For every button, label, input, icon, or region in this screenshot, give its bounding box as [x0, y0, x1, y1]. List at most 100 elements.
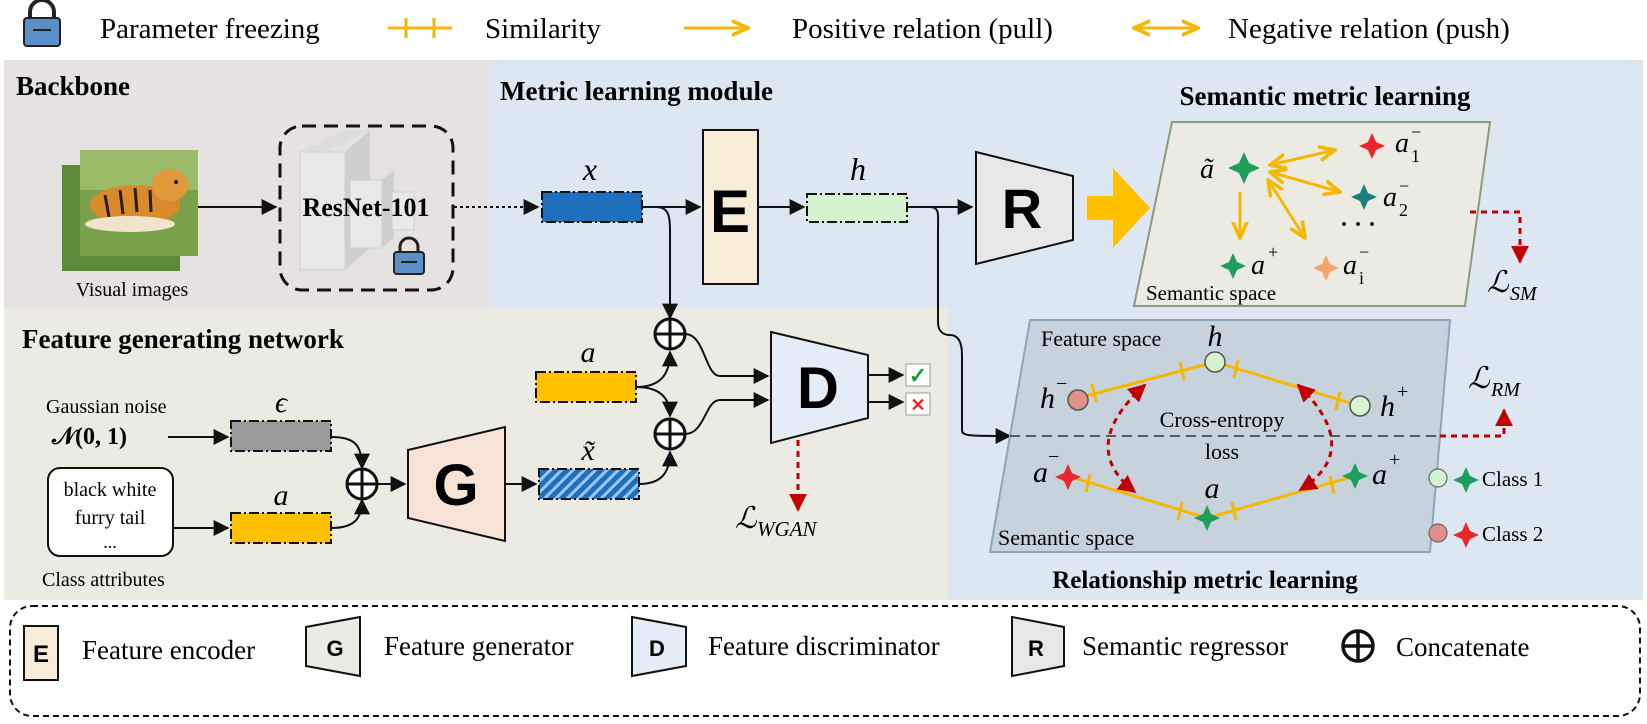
big-arrow-icon	[1087, 168, 1150, 248]
noise-vector	[230, 420, 332, 452]
a2-sub: 2	[1399, 200, 1408, 220]
concat-icon-3	[653, 417, 687, 451]
legend-generator-icon	[305, 615, 361, 678]
legend-regressor-icon	[1011, 615, 1065, 678]
ce-line2: loss	[1205, 439, 1239, 464]
legend-concat-label: Concatenate	[1396, 632, 1529, 662]
x-tilde-vector	[538, 468, 640, 500]
legend-regressor-label: Semantic regressor	[1082, 631, 1288, 661]
class1-circle-icon	[1428, 468, 1448, 488]
semantic-dots: · · ·	[1340, 212, 1376, 238]
images-caption: Visual images	[76, 279, 189, 301]
star-a1-icon	[1359, 133, 1385, 159]
h-label: h	[850, 151, 866, 187]
loss-rm-sub: RM	[1490, 379, 1521, 401]
a-input-label: a	[274, 479, 289, 512]
ai-label: a	[1343, 250, 1357, 281]
resnet-label: ResNet-101	[302, 193, 429, 222]
semantic-title: Semantic metric learning	[1180, 81, 1471, 111]
rel-h-minus-label: h	[1040, 382, 1055, 415]
legend-positive-label: Positive relation (pull)	[792, 13, 1053, 45]
resnet-box	[278, 124, 455, 292]
x-feature-vector	[541, 191, 643, 223]
semantic-arrows	[1240, 150, 1340, 238]
x-label: x	[582, 151, 597, 187]
encoder-block	[702, 129, 759, 285]
a-top-label: a	[581, 336, 596, 369]
node-h-icon	[1204, 351, 1226, 373]
tiger-image	[62, 150, 198, 271]
resnet-layers-icon	[299, 130, 415, 271]
a1-sup: −	[1411, 122, 1421, 142]
generator-letter: G	[433, 453, 478, 518]
bottom-legend-box	[9, 605, 1641, 717]
a2-sup: −	[1399, 176, 1409, 196]
a-plus-sup: +	[1268, 242, 1278, 262]
rel-h-plus-label: h	[1380, 390, 1395, 423]
discriminator-block	[770, 330, 869, 445]
similarity-icon	[388, 18, 452, 38]
relation-title: Relationship metric learning	[1052, 567, 1358, 594]
h-embedding-vector	[806, 193, 908, 223]
attr-line-3: ...	[103, 532, 117, 552]
class2-label: Class 2	[1482, 522, 1543, 546]
x-tilde-label: x̃	[580, 434, 595, 467]
attr-line-1: black white	[64, 479, 157, 501]
ai-sup: −	[1359, 242, 1369, 262]
concat-icon-1	[345, 467, 379, 501]
loss-rm-label: ℒ	[1468, 362, 1491, 395]
rel-a-plus-label: a	[1372, 458, 1387, 491]
node-h-plus-icon	[1349, 395, 1371, 417]
semantic-space-label: Semantic space	[1146, 281, 1276, 305]
legend-discriminator-letter: D	[649, 636, 665, 661]
legend-concat-icon	[1341, 629, 1375, 663]
rel-a-plus-sup: +	[1389, 449, 1400, 471]
star-a-plus-rel-icon	[1342, 463, 1368, 489]
star-ai-icon	[1313, 255, 1339, 281]
ce-line1: Cross-entropy	[1160, 407, 1285, 432]
noise-label: Gaussian noise	[46, 396, 167, 418]
class1-star-icon	[1453, 467, 1479, 493]
regressor-letter: R	[1002, 177, 1042, 240]
legend-similarity-label: Similarity	[485, 13, 602, 45]
star-a2-icon	[1351, 184, 1377, 210]
class2-star-icon	[1453, 522, 1479, 548]
loss-wgan-sub: WGAN	[757, 517, 817, 541]
rel-h-plus-sup: +	[1397, 381, 1408, 403]
star-a-minus-icon	[1055, 464, 1081, 490]
legend-freeze-label: Parameter freezing	[100, 13, 320, 45]
ai-sub: i	[1359, 268, 1364, 288]
generator-block	[407, 425, 506, 543]
lock-icon	[23, 0, 61, 47]
star-a-tilde-icon	[1228, 152, 1260, 184]
top-legend: Parameter freezing Similarity Positive r…	[23, 0, 1510, 47]
regressor-block	[975, 150, 1074, 266]
rel-a-label: a	[1205, 472, 1220, 505]
noise-dist: 𝒩(0, 1)	[51, 424, 127, 450]
a1-label: a	[1395, 128, 1409, 159]
attributes-caption: Class attributes	[42, 569, 165, 591]
attr-line-2: furry tail	[75, 507, 146, 529]
class2-circle-icon	[1428, 523, 1448, 543]
fgn-title: Feature generating network	[22, 324, 344, 354]
discriminator-letter: D	[797, 356, 839, 421]
a1-sub: 1	[1411, 146, 1420, 166]
loss-wgan-label: ℒ	[735, 502, 758, 535]
epsilon-label: ϵ	[275, 386, 289, 419]
a-plus-label: a	[1251, 250, 1265, 281]
a-top-vector	[535, 371, 637, 403]
a2-label: a	[1383, 182, 1397, 213]
legend-discriminator-label: Feature discriminator	[708, 631, 940, 661]
class1-label: Class 1	[1482, 467, 1543, 491]
backbone-title: Backbone	[16, 71, 130, 101]
legend-encoder-letter: E	[33, 641, 49, 668]
relation-semantic-space-label: Semantic space	[998, 525, 1134, 550]
legend-regressor-letter: R	[1028, 636, 1044, 661]
rel-h-label: h	[1208, 320, 1223, 353]
a-input-vector	[230, 512, 332, 544]
legend-generator-letter: G	[326, 636, 343, 661]
metric-title: Metric learning module	[500, 76, 773, 106]
semantic-space-box	[1132, 121, 1492, 307]
resnet-lock-icon	[393, 236, 425, 275]
real-check-glyph: ✓	[909, 363, 927, 388]
